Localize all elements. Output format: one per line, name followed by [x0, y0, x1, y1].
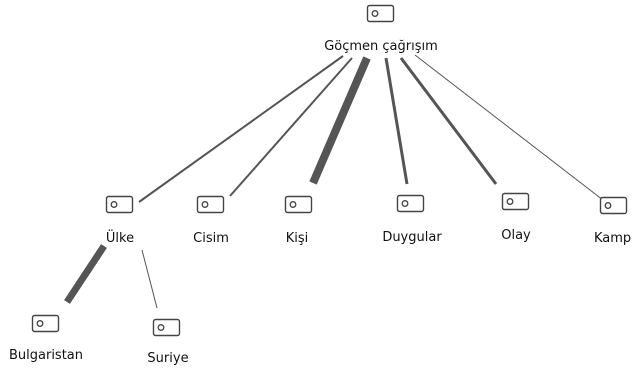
tag-icon [599, 196, 628, 215]
edge-root-kisi [309, 56, 371, 185]
edge-root-olay [399, 57, 498, 185]
edge-root-cisim [229, 57, 353, 197]
edge-root-duygular [384, 57, 409, 185]
node-kisi[interactable]: Kişi [284, 195, 313, 247]
node-label-suriye: Suriye [147, 351, 188, 366]
node-cisim[interactable]: Cisim [193, 195, 229, 247]
edge-ulke-bulgaristan [64, 244, 107, 304]
tag-icon [501, 192, 530, 211]
node-label-olay: Olay [501, 228, 531, 243]
node-label-kisi: Kişi [286, 231, 309, 246]
node-suriye[interactable]: Suriye [147, 318, 189, 367]
node-label-ulke: Ülke [106, 229, 134, 246]
node-label-cisim: Cisim [193, 231, 229, 246]
node-label-kamp: Kamp [594, 231, 631, 246]
tag-icon [284, 195, 313, 214]
edge-root-kamp [414, 54, 604, 201]
node-duygular[interactable]: Duygular [382, 194, 442, 246]
edge-ulke-suriye [141, 249, 158, 309]
edges-layer [64, 54, 604, 309]
node-bulgaristan[interactable]: Bulgaristan [9, 314, 83, 364]
node-root[interactable]: Göçmen çağrışım [324, 4, 438, 55]
tag-icon [196, 195, 225, 214]
edge-root-ulke [138, 55, 344, 203]
tag-icon [152, 318, 181, 337]
node-ulke[interactable]: Ülke [105, 195, 134, 247]
node-kamp[interactable]: Kamp [594, 196, 631, 247]
node-olay[interactable]: Olay [501, 192, 531, 244]
tag-icon [396, 194, 425, 213]
node-label-duygular: Duygular [382, 230, 442, 245]
tag-icon [105, 195, 134, 214]
node-label-root: Göçmen çağrışım [324, 39, 438, 54]
tag-icon [31, 314, 60, 333]
node-label-bulgaristan: Bulgaristan [9, 348, 83, 363]
tag-icon [366, 4, 395, 23]
